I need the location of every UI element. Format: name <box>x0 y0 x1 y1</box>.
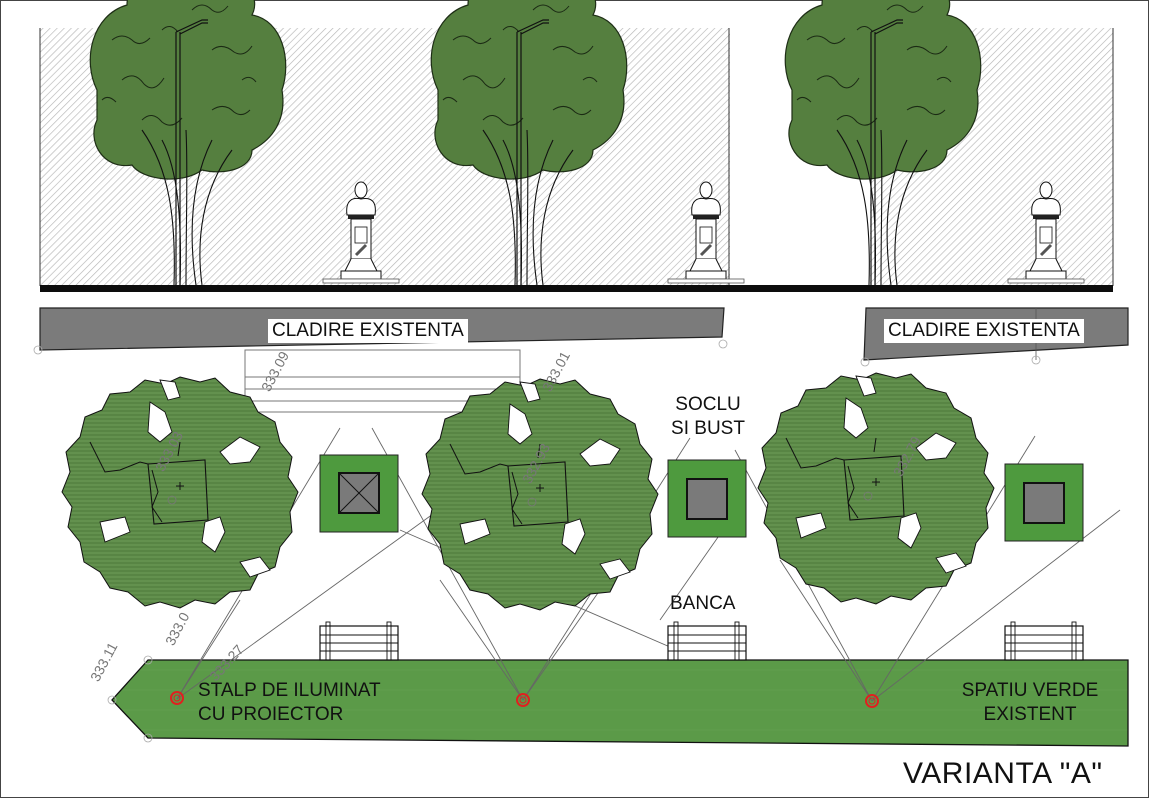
pedestal-3 <box>1004 463 1084 542</box>
lamp-label: STALP DE ILUMINAT CU PROIECTOR <box>198 679 381 727</box>
green-space-label-line2: EXISTENT <box>983 704 1077 725</box>
green-space-label-line1: SPATIU VERDE <box>961 680 1099 701</box>
variant-title: VARIANTA "A" <box>903 757 1103 790</box>
green-space-label: SPATIU VERDE EXISTENT <box>945 679 1115 727</box>
lamp-label-line2: CU PROIECTOR <box>198 704 344 725</box>
pedestal-label-line2: SI BUST <box>671 418 745 439</box>
building-label-left: CLADIRE EXISTENTA <box>268 319 468 343</box>
elevation-view <box>39 0 1114 292</box>
pedestal-label: SOCLU SI BUST <box>662 393 754 441</box>
pedestal-1 <box>319 454 399 533</box>
pedestal-label-line1: SOCLU <box>675 394 741 415</box>
pedestal-2 <box>667 459 747 538</box>
bench-label: BANCA <box>670 593 736 614</box>
lamp-markers <box>170 691 879 708</box>
building-label-right: CLADIRE EXISTENTA <box>884 319 1084 343</box>
lamp-label-line1: STALP DE ILUMINAT <box>198 680 381 701</box>
green-space-strip <box>111 659 1129 747</box>
